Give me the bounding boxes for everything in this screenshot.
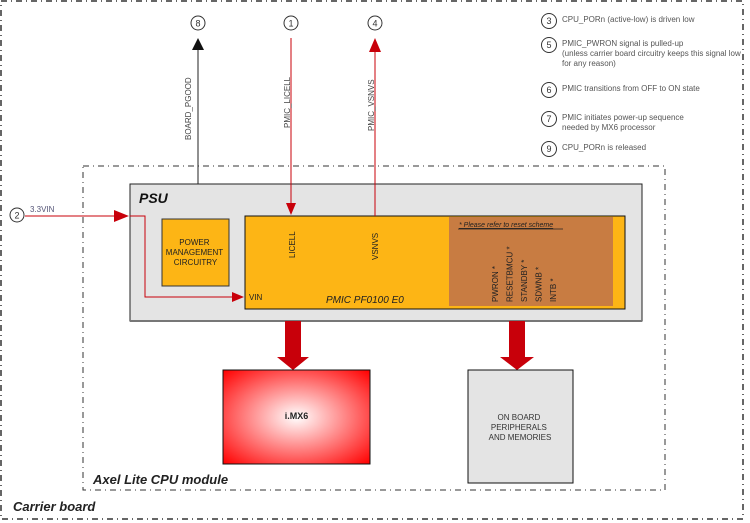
psu-to-peripherals-arrow <box>500 321 534 370</box>
note-step-7-main: PMIC initiates power-up sequence <box>562 113 684 122</box>
step-1-number: 1 <box>288 19 293 29</box>
reset-pin-label: PWRON * <box>491 266 500 302</box>
power-management-label: POWER MANAGEMENT CIRCUITRY <box>166 238 225 267</box>
reset-pin-label: INTB * <box>549 278 558 302</box>
peripherals-line-2: PERIPHERALS <box>491 423 547 432</box>
note-step-5-main: PMIC_PWRON signal is pulled-up <box>562 39 684 48</box>
peripherals-block <box>467 369 574 484</box>
power-management-block <box>161 218 230 287</box>
step-4-number: 4 <box>372 19 377 29</box>
cpu-module-border <box>82 165 666 491</box>
pmic-licell-label: PMIC_LICELL <box>283 76 292 128</box>
psu-label: PSU <box>139 190 169 206</box>
imx6-block <box>222 369 371 465</box>
note-step-7-number: 7 <box>541 111 557 127</box>
reset-pin-list: PWRON * RESETBMCU * STANDBY * SDWNB * INTB * <box>491 246 558 302</box>
step-4-marker <box>367 15 383 31</box>
pmic-licell-arrowhead <box>286 203 296 215</box>
note-step-9-number: 9 <box>541 141 557 157</box>
reset-pin-label: SDWNB * <box>535 267 544 302</box>
vin-33-arrowhead <box>114 210 129 222</box>
reset-pin-label: RESETBMCU * <box>506 246 515 302</box>
note-step-3-number: 3 <box>541 13 557 29</box>
vin-route-arrowhead <box>232 292 244 302</box>
pmic-vsnvs-arrowhead <box>369 38 381 52</box>
step-1-marker <box>283 15 299 31</box>
peripherals-line-3: AND MEMORIES <box>489 433 552 442</box>
note-step-5-text: PMIC_PWRON signal is pulled-up (unless c… <box>562 39 750 69</box>
pmic-pin-vsnvs: VSNVS <box>371 233 380 260</box>
pmic-pin-licell: LICELL <box>288 231 297 258</box>
step-2-marker <box>9 207 25 223</box>
note-step-5-number: 5 <box>541 37 557 53</box>
psu-to-imx6-arrow <box>277 321 309 370</box>
board-pgood-label: BOARD_PGOOD <box>184 77 193 140</box>
pmic-vsnvs-label: PMIC_VSNVS <box>367 79 376 131</box>
board-pgood-arrowhead <box>192 38 204 50</box>
imx6-label: i.MX6 <box>285 411 309 421</box>
pm-line-1: POWER <box>179 238 209 247</box>
step-2-number: 2 <box>14 211 19 221</box>
vin-route-line <box>130 215 232 298</box>
note-step-9-text: CPU_PORn is released <box>562 143 647 152</box>
note-step-6-number: 6 <box>541 82 557 98</box>
peripherals-label: ON BOARD PERIPHERALS AND MEMORIES <box>489 413 552 442</box>
peripherals-line-1: ON BOARD <box>498 413 541 422</box>
step-8-marker <box>190 15 206 31</box>
pmic-label: PMIC PF0100 E0 <box>326 295 404 306</box>
cpu-module-label: Axel Lite CPU module <box>92 472 228 487</box>
pm-line-2: MANAGEMENT <box>166 248 223 257</box>
pm-line-3: CIRCUITRY <box>174 258 218 267</box>
note-step-7-text: PMIC initiates power-up sequence needed … <box>562 113 750 133</box>
note-step-7-sub: needed by MX6 processor <box>562 123 656 132</box>
step-8-number: 8 <box>195 19 200 29</box>
note-step-3-text: CPU_PORn (active-low) is driven low <box>562 15 695 24</box>
reset-pin-label: STANDBY * <box>520 260 529 302</box>
vin-33-label: 3.3VIN <box>30 205 55 214</box>
note-step-6-text: PMIC transitions from OFF to ON state <box>562 84 700 93</box>
note-step-5-sub: (unless carrier board circuitry keeps th… <box>562 49 741 68</box>
pmic-pin-vin: VIN <box>249 293 263 302</box>
carrier-board-label: Carrier board <box>13 499 96 514</box>
reset-note: * Please refer to reset scheme <box>459 222 553 229</box>
reset-group-block <box>449 217 613 306</box>
